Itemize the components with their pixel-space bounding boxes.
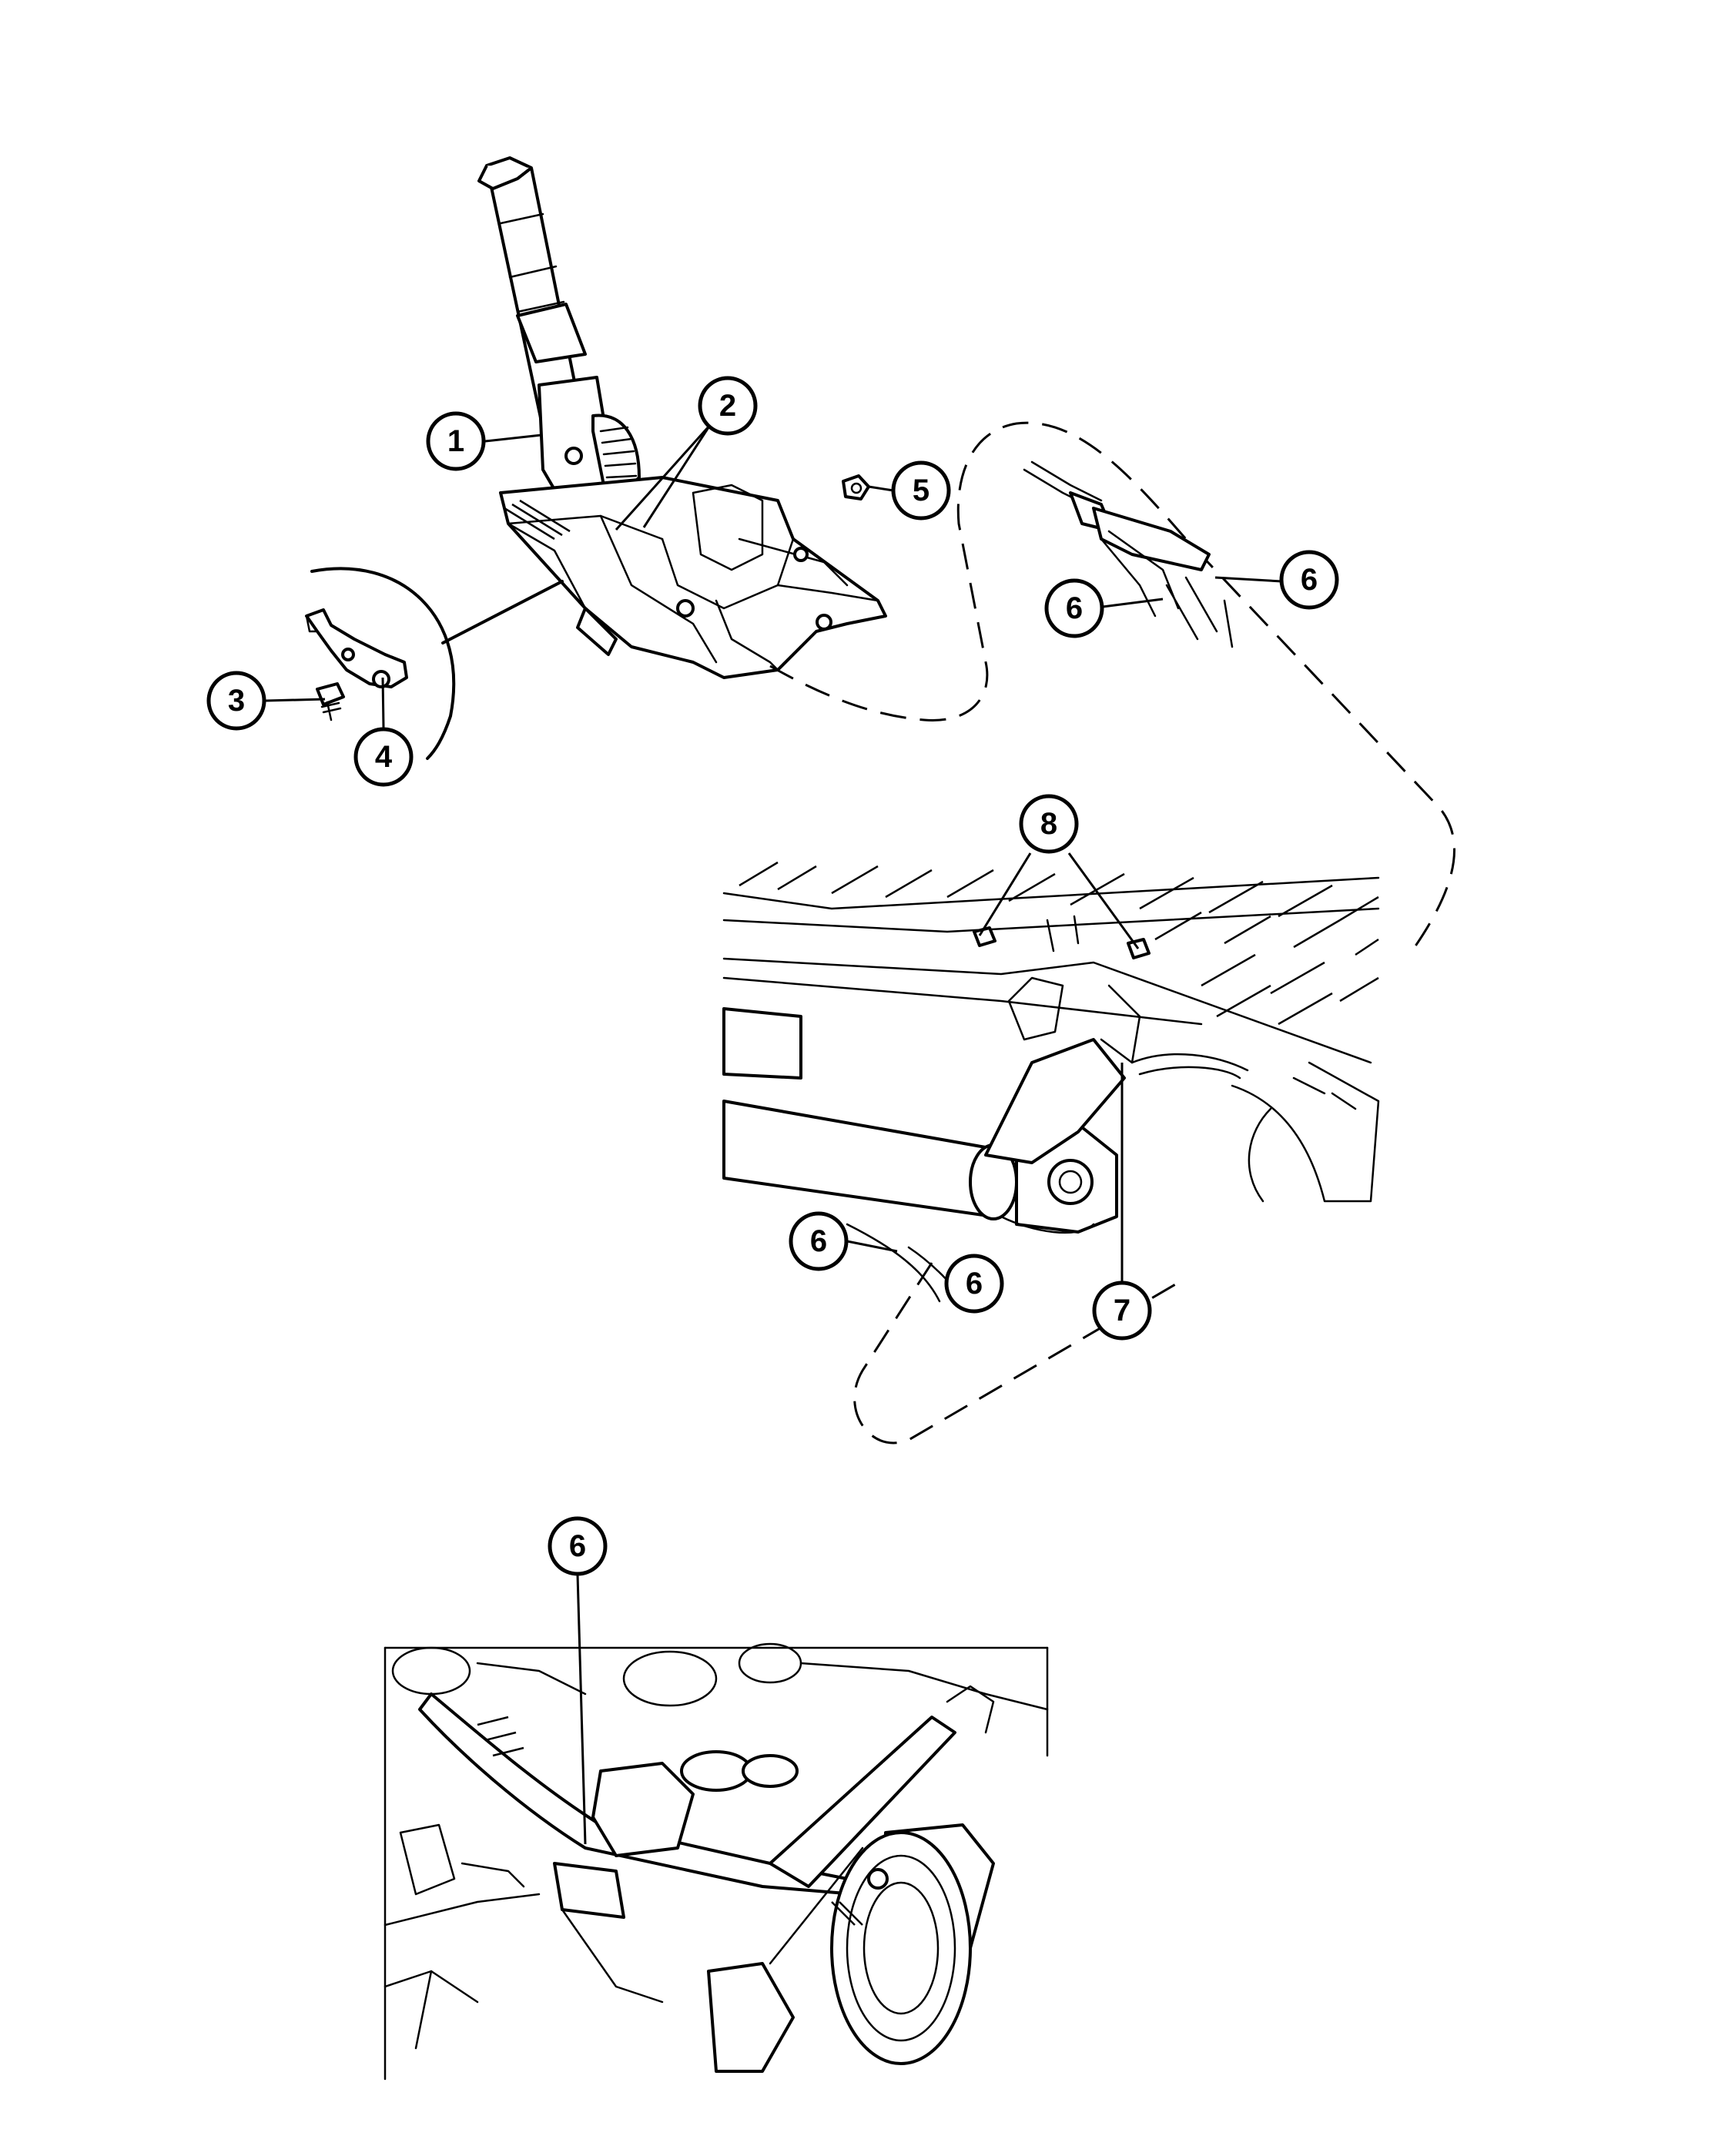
svg-text:2: 2 — [719, 389, 736, 423]
callout-7[interactable]: 7 — [1092, 1281, 1152, 1341]
callout-5[interactable]: 5 — [891, 460, 951, 521]
detail-view-arc — [310, 567, 456, 760]
svg-text:1: 1 — [447, 424, 464, 458]
cable-clip-detail — [305, 608, 408, 688]
cable-routing-path — [769, 421, 1456, 956]
cable-routing-path-lower — [853, 1262, 1187, 1445]
svg-text:8: 8 — [1040, 807, 1057, 841]
rear-axle-frame-view — [722, 861, 1380, 1311]
callout-1[interactable]: 1 — [426, 411, 486, 471]
callout-6b[interactable]: 6 — [1044, 578, 1104, 638]
svg-text:6: 6 — [1066, 591, 1083, 625]
park-brake-lever-assembly — [477, 156, 887, 679]
callout-3[interactable]: 3 — [206, 671, 266, 731]
callout-8[interactable]: 8 — [1019, 794, 1079, 854]
callout-4[interactable]: 4 — [353, 727, 414, 787]
svg-text:7: 7 — [1114, 1294, 1130, 1327]
callout-6d[interactable]: 6 — [944, 1254, 1004, 1314]
svg-text:6: 6 — [569, 1529, 586, 1563]
callout-6e[interactable]: 6 — [548, 1516, 608, 1576]
svg-text:6: 6 — [1301, 563, 1318, 597]
leader-lines — [265, 424, 1282, 1845]
callouts: 1 2 3 4 5 6 6 8 — [206, 376, 1339, 1576]
rear-suspension-view — [384, 1642, 1049, 2081]
svg-text:4: 4 — [375, 740, 393, 774]
cable-equalizer-detail — [1023, 460, 1234, 648]
svg-text:5: 5 — [913, 474, 929, 507]
callout-6a[interactable]: 6 — [1279, 550, 1339, 610]
callout-2[interactable]: 2 — [698, 376, 758, 436]
bolt-part — [316, 682, 345, 721]
nut-part-5 — [842, 474, 870, 500]
detail-leader-line — [441, 580, 564, 644]
svg-text:6: 6 — [810, 1224, 827, 1258]
callout-6c[interactable]: 6 — [789, 1211, 849, 1271]
svg-text:6: 6 — [966, 1267, 983, 1301]
svg-text:3: 3 — [228, 684, 245, 718]
